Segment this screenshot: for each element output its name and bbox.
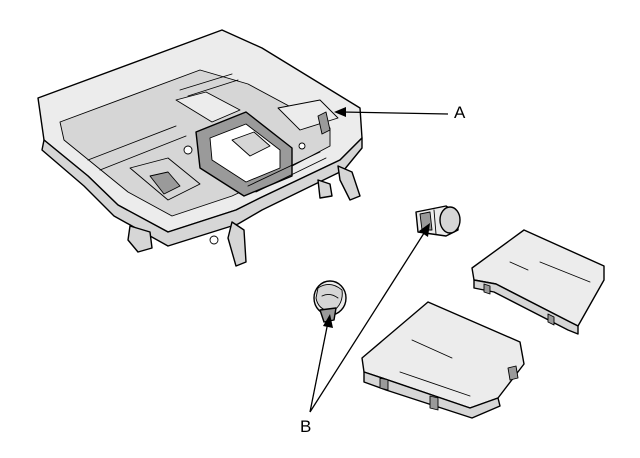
console-housing — [37, 29, 363, 267]
bulb-lower — [313, 280, 347, 323]
callout-leader-a — [334, 107, 449, 117]
lens-cover-lower — [361, 301, 525, 419]
callout-leader-b — [309, 223, 430, 413]
callout-label-a: A — [454, 103, 466, 122]
callout-label-b: B — [300, 417, 312, 436]
lens-cover-right — [471, 229, 605, 335]
